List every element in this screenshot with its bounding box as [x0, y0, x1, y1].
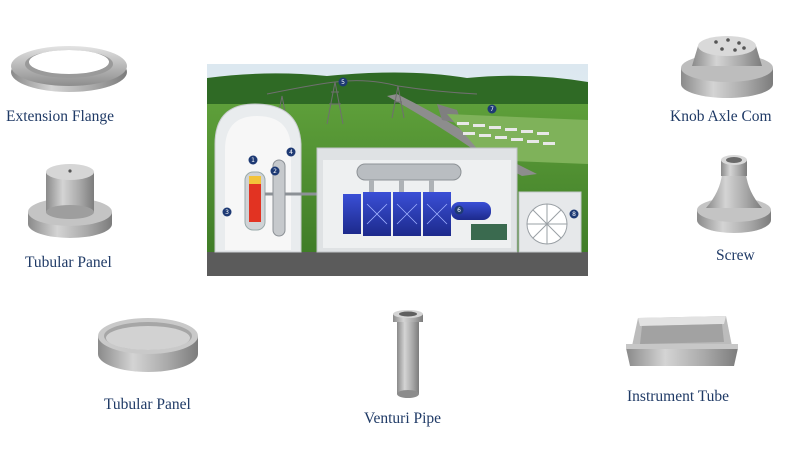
callout-8: 8 [572, 211, 576, 218]
screw-image [697, 155, 771, 233]
nuclear-plant-cutaway-image: 1 2 3 4 5 6 7 8 [207, 64, 588, 276]
callout-7: 7 [490, 106, 494, 113]
callout-3: 3 [225, 209, 229, 216]
callout-4: 4 [289, 149, 293, 156]
callout-6: 6 [457, 207, 461, 214]
extension-flange-image [11, 46, 127, 92]
knob-axle-com-image [681, 36, 773, 98]
instrument-tube-label: Instrument Tube [627, 388, 730, 405]
extension-flange-label: Extension Flange [6, 108, 115, 125]
tubular-panel-2-image [98, 318, 198, 372]
instrument-tube-image [626, 316, 738, 366]
tubular-panel-2-label: Tubular Panel [104, 396, 191, 413]
knob-axle-com-label: Knob Axle Com [670, 108, 772, 125]
tubular-panel-1-image [28, 164, 112, 238]
callout-5: 5 [341, 79, 345, 86]
callout-2: 2 [273, 168, 277, 175]
venturi-pipe-label: Venturi Pipe [364, 410, 442, 427]
callout-1: 1 [251, 157, 255, 164]
tubular-panel-1-label: Tubular Panel [25, 254, 112, 271]
venturi-pipe-image [393, 310, 423, 398]
screw-label: Screw [716, 247, 755, 264]
